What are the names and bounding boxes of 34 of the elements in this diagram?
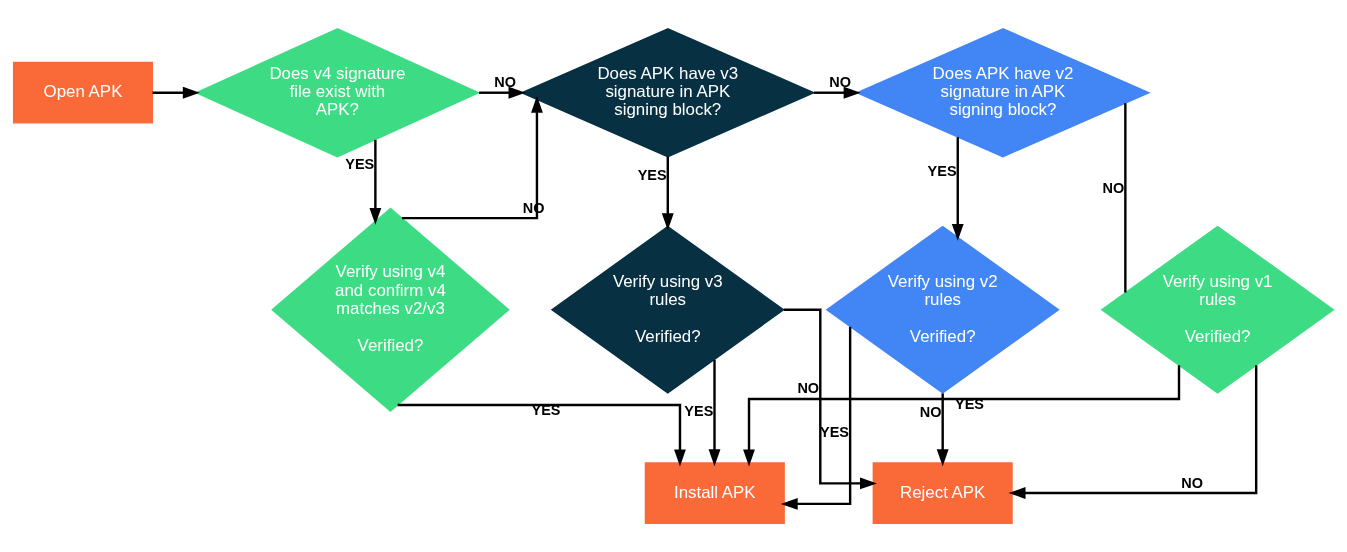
edge-label: NO <box>1181 474 1203 491</box>
arrow <box>813 86 861 99</box>
arrow <box>951 137 964 241</box>
edge-label: NO <box>919 403 942 420</box>
edge-label: NO <box>829 74 852 91</box>
edge-label: YES <box>345 156 375 173</box>
node-diamond: Does APK have v2 signature in APK signing block? <box>855 28 1151 158</box>
node-box: Reject APK <box>872 462 1013 524</box>
node-diamond: Verify using v3 rules Verified? <box>550 225 785 394</box>
node-diamond: Does APK have v3 signature in APK signing block? <box>520 28 816 158</box>
arrow <box>397 403 686 467</box>
arrow <box>936 393 949 467</box>
node-box: Install APK <box>644 462 785 524</box>
edge-label: YES <box>684 402 714 419</box>
edge-label: YES <box>820 423 849 440</box>
node-diamond: Verify using v1 rules Verified? <box>1100 225 1335 394</box>
arrow <box>661 156 674 231</box>
edge-label: YES <box>927 162 957 179</box>
arrow <box>743 365 1181 467</box>
node-box: Open APK <box>12 61 154 124</box>
arrow <box>783 308 877 490</box>
edge-label: NO <box>494 74 517 91</box>
connector <box>1124 103 1127 293</box>
arrow <box>780 326 852 510</box>
edge-label: YES <box>637 167 667 184</box>
edge-label: NO <box>1102 179 1125 196</box>
arrow <box>1008 365 1258 499</box>
edge-label: NO <box>797 380 820 397</box>
node-diamond: Does v4 signature file exist with APK? <box>194 28 481 158</box>
arrow <box>152 86 200 99</box>
arrow <box>478 86 526 99</box>
arrow <box>369 139 382 225</box>
arrow <box>708 359 721 467</box>
arrow <box>401 95 543 220</box>
